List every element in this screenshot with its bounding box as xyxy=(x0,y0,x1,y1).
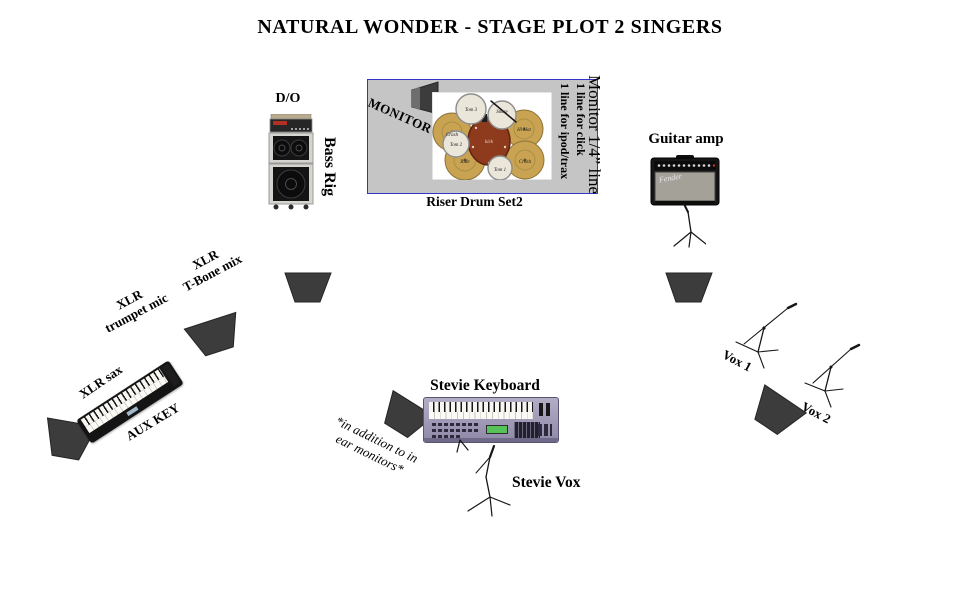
pitch-wheel xyxy=(546,403,550,416)
guitar-amp-label: Guitar amp xyxy=(648,131,724,147)
drum-set-image: Crash Tom 3 Snare Tom 2 Hi Hat Ride Cras… xyxy=(432,92,552,180)
stevie-keyboard-label: Stevie Keyboard xyxy=(430,377,540,394)
monitor-wedge-trumpet xyxy=(183,311,237,357)
monitor-wedge-vox2 xyxy=(754,384,808,435)
monitor-wedge-stevie xyxy=(384,389,435,439)
direct-out-label: D/O xyxy=(275,91,301,106)
bass-rig-image xyxy=(268,114,314,210)
monitor-quarter-line-label: Monitor 1/4” line xyxy=(585,75,604,194)
stevie-vox-mic-stand xyxy=(467,444,511,517)
line-note-1: 1 line for ipod/trax xyxy=(558,83,572,180)
mod-wheel xyxy=(539,403,543,416)
svg-text:Tom 1: Tom 1 xyxy=(494,168,506,173)
toms-and-snare xyxy=(442,93,517,180)
riser-caption: Riser Drum Set2 xyxy=(426,194,523,209)
monitor-wedge-center xyxy=(284,272,332,303)
page-title: NATURAL WONDER - STAGE PLOT 2 SINGERS xyxy=(257,16,723,38)
riser-line-notes: 1 line for ipod/trax 1 line for click xyxy=(557,83,588,179)
monitor-wedge-guitar xyxy=(665,272,713,303)
keyboard-stand-legs xyxy=(456,439,469,453)
svg-text:Snare: Snare xyxy=(496,110,508,115)
drum-piece-labels: Crash Tom 3 Snare Tom 2 Hi Hat Ride Cras… xyxy=(446,108,532,173)
guitar-mic-stand xyxy=(673,203,706,248)
svg-text:kick: kick xyxy=(485,140,494,145)
amp-logo: Fender xyxy=(657,171,683,184)
svg-text:Tom 3: Tom 3 xyxy=(465,108,478,113)
stevie-vox-label: Stevie Vox xyxy=(512,474,581,491)
svg-text:Hi Hat: Hi Hat xyxy=(516,128,531,133)
line-note-2: 1 line for click xyxy=(574,83,588,156)
svg-text:Crash: Crash xyxy=(519,160,532,165)
keyboard-display xyxy=(486,425,508,434)
svg-text:Ride: Ride xyxy=(459,160,470,165)
bass-rig-label: Bass Rig xyxy=(321,137,338,197)
keyboard-sliders xyxy=(514,422,540,438)
svg-text:Tom 2: Tom 2 xyxy=(450,143,463,148)
vox1-mic-stand xyxy=(735,302,798,369)
guitar-amp-image: Fender xyxy=(650,155,720,206)
svg-text:Crash: Crash xyxy=(446,133,459,138)
stevie-keyboard-image xyxy=(423,397,559,443)
vox2-mic-stand xyxy=(804,343,861,408)
trumpet-mic-label: XLR trumpet mic xyxy=(102,286,171,336)
